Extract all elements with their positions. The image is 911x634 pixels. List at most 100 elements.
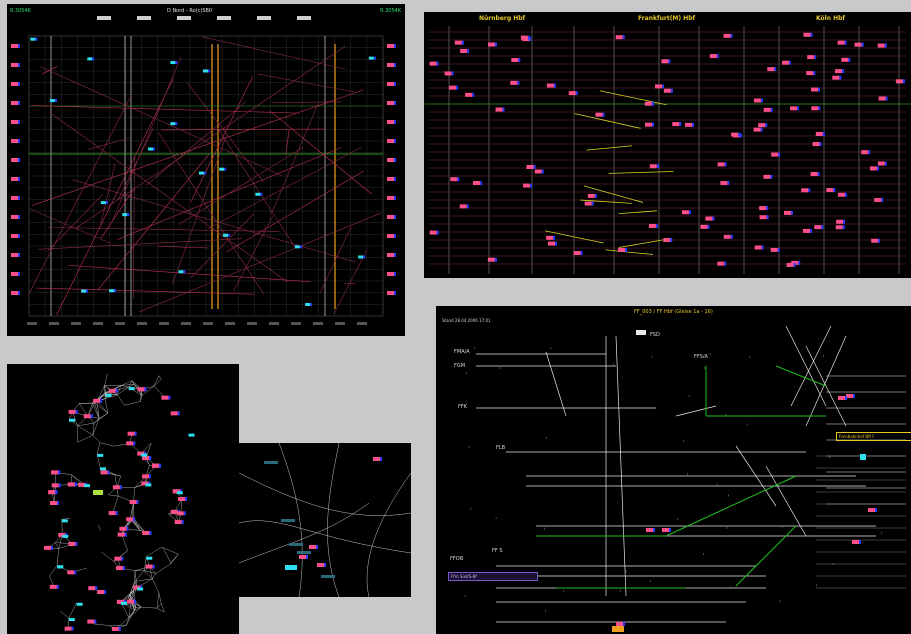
station-label[interactable] — [105, 393, 112, 397]
train-marker[interactable] — [837, 40, 845, 45]
train-path[interactable] — [49, 112, 288, 283]
train-direction-marker[interactable] — [394, 139, 396, 143]
train-direction-marker[interactable] — [814, 55, 817, 60]
train-marker[interactable] — [49, 99, 55, 103]
train-marker[interactable] — [709, 54, 717, 59]
train-direction-marker[interactable] — [848, 57, 851, 62]
train-marker[interactable] — [111, 626, 119, 631]
train-marker[interactable] — [100, 201, 106, 205]
train-direction-marker[interactable] — [149, 456, 152, 461]
train-marker[interactable] — [129, 500, 137, 505]
train-direction-marker[interactable] — [668, 59, 671, 64]
train-marker[interactable] — [835, 69, 843, 74]
train-direction-marker[interactable] — [518, 58, 521, 63]
train-direction-marker[interactable] — [819, 142, 822, 147]
train-marker[interactable] — [584, 201, 592, 206]
train-direction-marker[interactable] — [817, 171, 820, 176]
train-direction-marker[interactable] — [529, 37, 532, 42]
train-direction-marker[interactable] — [394, 63, 396, 67]
train-path[interactable] — [202, 36, 346, 70]
train-direction-marker[interactable] — [86, 289, 89, 293]
train-marker[interactable] — [68, 409, 76, 414]
station-label[interactable] — [57, 565, 64, 569]
train-path[interactable] — [117, 128, 154, 201]
train-marker[interactable] — [83, 414, 91, 419]
train-direction-marker[interactable] — [502, 107, 505, 112]
train-path[interactable] — [100, 163, 116, 226]
train-direction-marker[interactable] — [724, 162, 727, 167]
train-path[interactable] — [272, 101, 342, 103]
train-marker[interactable] — [717, 162, 725, 167]
train-direction-marker[interactable] — [373, 56, 376, 60]
train-direction-marker[interactable] — [394, 272, 396, 276]
train-direction-marker[interactable] — [56, 584, 59, 589]
train-marker[interactable] — [523, 183, 531, 188]
train-marker[interactable] — [763, 174, 771, 179]
train-direction-marker[interactable] — [777, 247, 780, 252]
train-direction-marker[interactable] — [821, 225, 824, 230]
train-marker[interactable] — [142, 456, 150, 461]
train-direction-marker[interactable] — [727, 181, 730, 186]
train-marker[interactable] — [723, 33, 731, 38]
train-direction-marker[interactable] — [730, 234, 733, 239]
train-marker[interactable] — [871, 238, 879, 243]
train-marker[interactable] — [877, 43, 885, 48]
train-marker[interactable] — [807, 55, 815, 60]
train-marker[interactable] — [299, 555, 306, 559]
train-direction-marker[interactable] — [530, 183, 533, 188]
train-path[interactable] — [87, 137, 130, 150]
train-direction-marker[interactable] — [114, 289, 117, 293]
train-path[interactable] — [320, 226, 352, 293]
train-marker[interactable] — [841, 57, 849, 62]
train-direction-marker[interactable] — [793, 262, 796, 267]
regional-map-panel[interactable] — [239, 443, 411, 597]
train-marker[interactable] — [108, 388, 116, 393]
station-label[interactable] — [137, 587, 144, 591]
train-marker[interactable] — [814, 225, 822, 230]
train-marker[interactable] — [648, 223, 656, 228]
bottom-route-box[interactable]: Ffm Süd/S-Bf — [448, 572, 538, 581]
train-marker[interactable] — [49, 584, 57, 589]
train-marker[interactable] — [137, 451, 145, 456]
train-marker[interactable] — [141, 474, 149, 479]
station-label[interactable] — [61, 519, 68, 523]
train-direction-marker[interactable] — [844, 192, 847, 197]
train-marker[interactable] — [612, 626, 624, 632]
train-marker[interactable] — [116, 599, 124, 604]
train-marker[interactable] — [723, 234, 731, 239]
train-marker[interactable] — [754, 245, 762, 250]
train-marker[interactable] — [790, 106, 798, 111]
station-track[interactable] — [785, 325, 827, 407]
train-path[interactable] — [116, 147, 342, 241]
train-direction-marker[interactable] — [602, 112, 605, 117]
train-marker[interactable] — [30, 37, 36, 41]
train-marker[interactable] — [838, 396, 845, 400]
train-direction-marker[interactable] — [183, 270, 186, 274]
train-direction-marker[interactable] — [94, 619, 97, 624]
train-direction-marker[interactable] — [809, 228, 812, 233]
train-direction-marker[interactable] — [181, 520, 184, 525]
station-label[interactable] — [100, 467, 107, 471]
time-distance-panel[interactable]: D Nord - Ro(c)SB0 R.3054K R.3054K — [7, 4, 405, 336]
station-label[interactable] — [387, 158, 394, 162]
train-marker[interactable] — [782, 60, 790, 65]
train-marker[interactable] — [161, 395, 169, 400]
train-marker[interactable] — [812, 142, 820, 147]
train-direction-marker[interactable] — [75, 541, 78, 546]
train-direction-marker[interactable] — [394, 177, 396, 181]
train-direction-marker[interactable] — [818, 106, 821, 111]
station-timetable-chart[interactable] — [424, 12, 911, 278]
train-direction-marker[interactable] — [380, 457, 382, 461]
train-direction-marker[interactable] — [18, 101, 20, 105]
train-direction-marker[interactable] — [761, 245, 764, 250]
station-label[interactable] — [83, 484, 90, 488]
train-direction-marker[interactable] — [553, 235, 556, 240]
train-direction-marker[interactable] — [394, 253, 396, 257]
train-direction-marker[interactable] — [149, 530, 152, 535]
train-marker[interactable] — [58, 532, 66, 537]
train-direction-marker[interactable] — [324, 563, 326, 567]
train-direction-marker[interactable] — [118, 626, 121, 631]
train-marker[interactable] — [662, 528, 669, 532]
train-direction-marker[interactable] — [533, 164, 536, 169]
train-direction-marker[interactable] — [845, 396, 847, 400]
